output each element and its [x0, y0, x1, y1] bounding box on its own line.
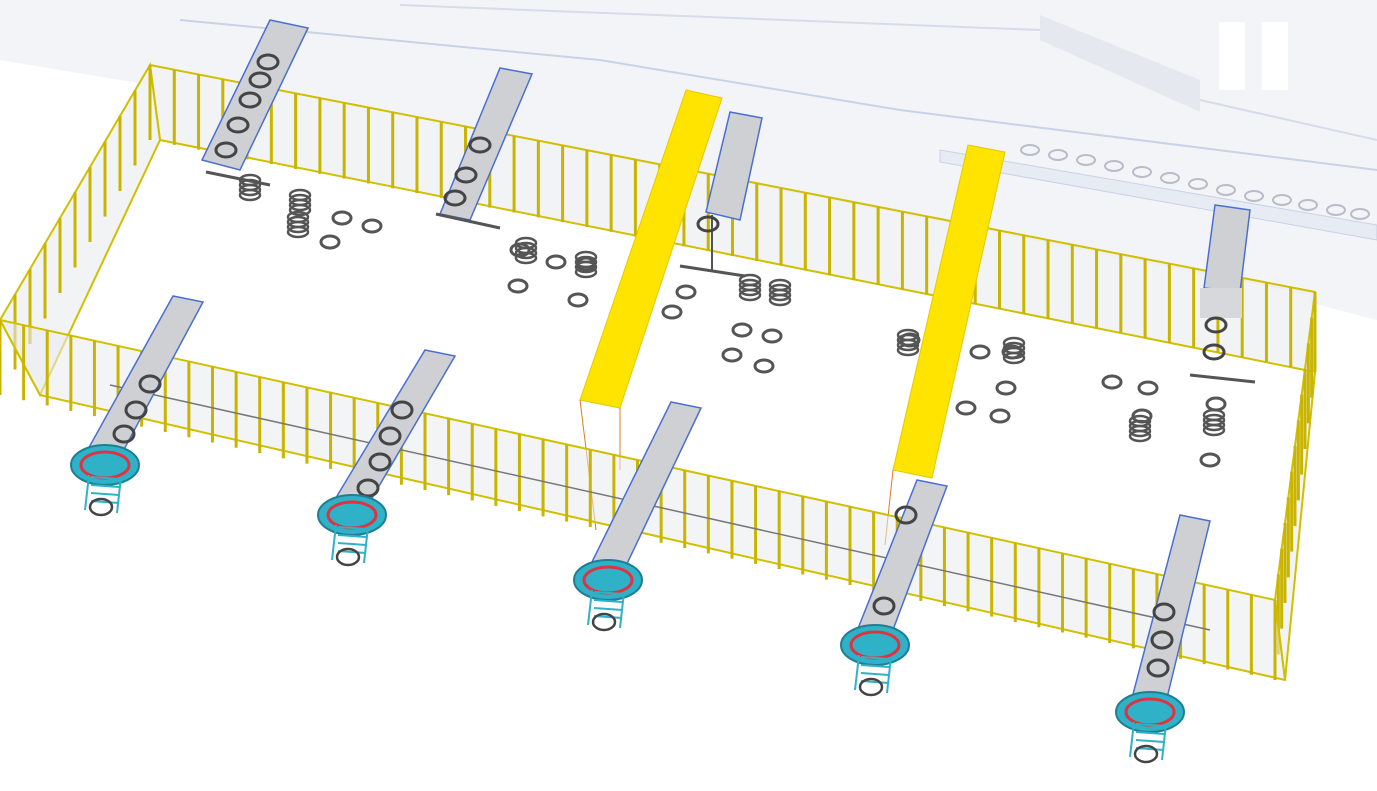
- spring-part: [896, 328, 920, 357]
- ring-part: [969, 344, 991, 360]
- far-conveyor: [939, 149, 1377, 241]
- far-hatched-block: [1040, 15, 1200, 112]
- pause-bar-right: [1262, 22, 1288, 90]
- spring-part: [288, 188, 312, 217]
- back-feeder-3: [679, 111, 763, 278]
- ring-part: [507, 278, 529, 294]
- ring-part: [567, 292, 589, 308]
- ring-part: [319, 234, 341, 250]
- pause-bar-left: [1219, 22, 1245, 90]
- ring-part: [761, 328, 783, 344]
- spring-part: [738, 273, 762, 302]
- spring-part: [286, 210, 310, 239]
- spring-part: [768, 278, 792, 307]
- robot-gripper: [331, 524, 369, 564]
- back-feeder-2: [435, 67, 534, 230]
- ring-part: [955, 400, 977, 416]
- ring-part: [1101, 374, 1123, 390]
- robot-5: [1115, 514, 1211, 764]
- ring-part: [753, 358, 775, 374]
- robot-gripper: [1129, 721, 1167, 761]
- spring-part: [574, 250, 598, 279]
- back-feeder-4: [1189, 204, 1256, 384]
- robot-4: [840, 479, 949, 697]
- ring-part: [661, 304, 683, 320]
- ring-part: [731, 322, 753, 338]
- spring-part: [238, 173, 262, 202]
- ring-part: [989, 408, 1011, 424]
- spring-part: [514, 236, 538, 265]
- front-fence-rail: [109, 384, 1211, 631]
- far-rings: [1020, 144, 1370, 220]
- spring-part: [1002, 336, 1026, 365]
- spring-part: [1128, 414, 1152, 443]
- enclosure-floor: [0, 65, 1310, 670]
- ring-part: [331, 210, 353, 226]
- robot-3: [573, 401, 703, 632]
- robot-2: [317, 349, 457, 567]
- robots: [70, 295, 1211, 764]
- ring-part: [361, 218, 383, 234]
- ring-part: [995, 380, 1017, 396]
- robot-1: [70, 295, 205, 517]
- far-guide-line: [179, 19, 1377, 171]
- spring-part: [1202, 408, 1226, 437]
- ring-part: [545, 254, 567, 270]
- ring-part: [675, 284, 697, 300]
- pause-button[interactable]: [1214, 20, 1294, 96]
- floor-parts: [238, 173, 1227, 468]
- ring-part: [1137, 380, 1159, 396]
- robot-gripper: [84, 474, 122, 514]
- robot-gripper: [854, 654, 892, 694]
- ring-part: [721, 347, 743, 363]
- ring-part: [1199, 452, 1221, 468]
